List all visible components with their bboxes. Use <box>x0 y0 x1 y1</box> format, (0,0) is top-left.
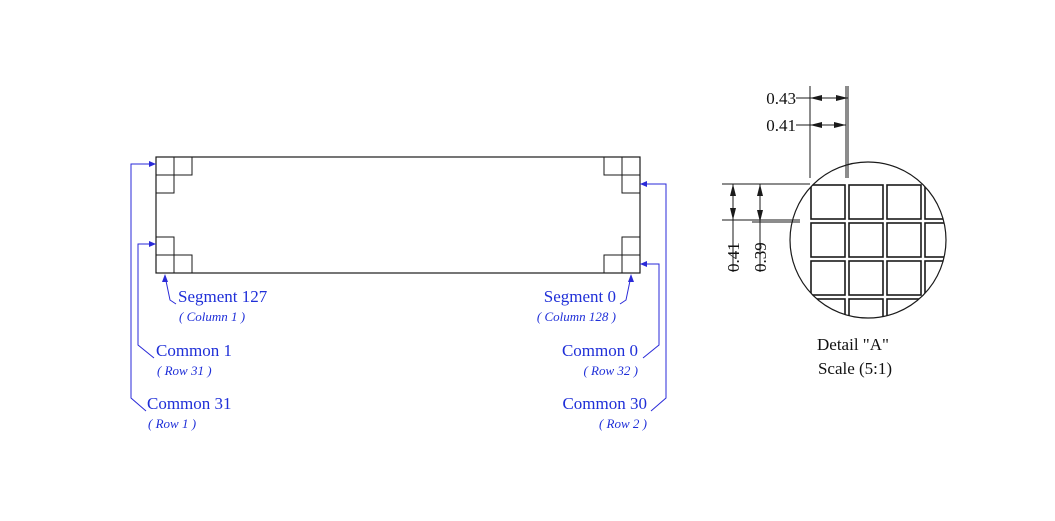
label-row-32: ( Row 32 ) <box>583 363 638 378</box>
leaders-right <box>619 181 667 412</box>
detail-title: Detail "A" <box>817 335 889 354</box>
dim-horizontal <box>796 86 849 178</box>
leader-segment-127 <box>164 275 177 305</box>
detail-scale: Scale (5:1) <box>818 359 892 378</box>
leaders-left <box>130 161 177 412</box>
dim-label-0-39: 0.39 <box>751 242 770 272</box>
label-column-1: ( Column 1 ) <box>179 309 245 324</box>
leader-common-30 <box>640 183 667 412</box>
detail-pixel <box>886 298 922 318</box>
pixel-cluster-top-right <box>603 156 641 194</box>
detail-pixel <box>810 260 846 296</box>
leader-common-1 <box>137 243 156 359</box>
label-segment-127: Segment 127 <box>178 287 268 306</box>
pixel-cluster-bottom-right <box>603 236 641 274</box>
pixel-cluster-bottom-left <box>155 236 193 274</box>
leader-common-0 <box>640 263 660 359</box>
label-row-2: ( Row 2 ) <box>599 416 647 431</box>
detail-pixel-grid <box>810 184 946 318</box>
leader-common-31 <box>130 163 156 412</box>
dim-label-0-41-v: 0.41 <box>724 242 743 272</box>
pixel-cluster-top-left <box>155 156 193 194</box>
detail-pixel <box>848 184 884 220</box>
label-row-1: ( Row 1 ) <box>148 416 196 431</box>
dim-label-0-41-h: 0.41 <box>766 116 796 135</box>
detail-pixel <box>886 260 922 296</box>
display-panel <box>155 156 641 274</box>
label-segment-0: Segment 0 <box>544 287 616 306</box>
detail-circle <box>789 161 947 319</box>
detail-pixel <box>886 222 922 258</box>
label-common-31: Common 31 <box>147 394 232 413</box>
detail-pixel <box>886 184 922 220</box>
label-column-128: ( Column 128 ) <box>537 309 616 324</box>
label-common-30: Common 30 <box>562 394 647 413</box>
detail-pixel <box>848 222 884 258</box>
detail-a: 0.43 0.41 0.41 0.39 Detail "A" Scale (5:… <box>722 86 947 378</box>
dim-vertical <box>722 183 810 272</box>
leader-segment-0 <box>619 275 632 305</box>
label-common-0: Common 0 <box>562 341 638 360</box>
detail-pixel <box>810 298 846 318</box>
label-common-1: Common 1 <box>156 341 232 360</box>
detail-pixel <box>810 222 846 258</box>
label-row-31: ( Row 31 ) <box>157 363 212 378</box>
dim-label-0-43: 0.43 <box>766 89 796 108</box>
detail-pixel <box>848 298 884 318</box>
detail-pixel <box>924 222 946 258</box>
detail-pixel <box>924 298 946 318</box>
detail-pixel <box>810 184 846 220</box>
detail-pixel <box>848 260 884 296</box>
